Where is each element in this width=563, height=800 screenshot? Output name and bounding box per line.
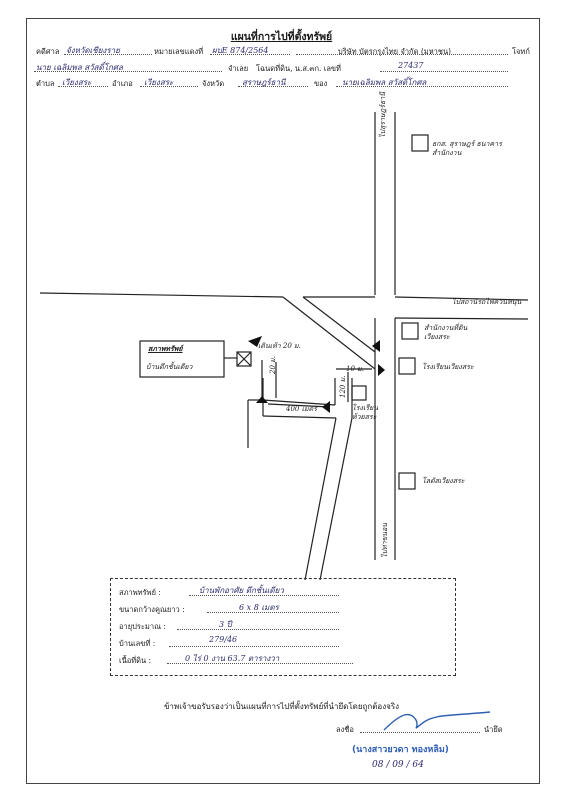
property-callout [139, 340, 225, 378]
property-cross-b [236, 351, 252, 367]
deed-value: 27437 [398, 61, 424, 70]
land-office-label: สำนักงานที่ดินเวียงสระ [424, 324, 468, 341]
dist-400-label: 400 เมตร [286, 405, 317, 413]
school-label: โรงเรียนเวียงสระ [422, 363, 474, 371]
lower-road-right [319, 417, 353, 581]
road-east-north-edge [394, 296, 529, 301]
soi-bottom [262, 415, 337, 419]
road-east-south-edge [394, 317, 529, 320]
arrow-walk [248, 336, 262, 347]
size-label: ขนาดกว้างคูณยาว : [119, 605, 185, 614]
subdistrict-label: ตำบล [36, 79, 55, 88]
subdistrict-value: เวียงสระ [62, 78, 92, 87]
diag-road-inner [302, 296, 376, 353]
plaintiff-label: โจทก์ [512, 47, 530, 56]
area-label: เนื้อที่ดิน : [119, 656, 152, 665]
black-no-value: ผบE 874/2564 [212, 46, 269, 55]
lotus-building [398, 472, 416, 490]
deed-label: โฉนดที่ดิน, น.ส.๓ก. เลขที่ [256, 64, 341, 73]
property-details-box: สภาพทรัพย์ : บ้านพักอาศัย ตึกชั้นเดียว ข… [110, 578, 456, 676]
owner-value: นายเฉลิมพล สวัสดิ์โกศล [342, 78, 427, 87]
page-title: แผนที่การไปที่ตั้งทรัพย์ [230, 31, 333, 43]
type-value: บ้านพักอาศัย ตึกชั้นเดียว [199, 586, 284, 595]
type-label: สภาพทรัพย์ : [119, 588, 161, 597]
sign-date: 08 / 09 / 64 [372, 760, 424, 770]
arrow-main-1 [378, 364, 385, 376]
soi-top [262, 399, 336, 406]
case-value: จังหวัดเชียงราย [66, 46, 120, 55]
defendant-value: นาย เฉลิมพล สวัสดิ์โกศล [36, 63, 123, 72]
arrow-branch [322, 401, 330, 413]
bank-label: ธกส. สุราษฎร์ ธนาคาร สำนักงาน [432, 140, 502, 157]
diag-road-outer [282, 296, 376, 370]
dim-400-line [267, 403, 331, 408]
owner-label: ของ [314, 79, 328, 88]
district-value: เวียงสระ [144, 78, 174, 87]
property-callout-desc: บ้านตึกชั้นเดียว [146, 363, 193, 371]
signature-icon [383, 711, 491, 731]
walk-distance-label: เดินเท้า 20 ม. [258, 342, 301, 350]
house-no-label: บ้านเลขที่ : [119, 639, 156, 648]
dist-20-label: 20 ม. [269, 356, 277, 374]
sign-role: นำยึด [484, 725, 503, 734]
land-office-building [401, 322, 419, 340]
school-building [398, 357, 416, 375]
arrow-main-2 [372, 340, 380, 352]
province-value: สุราษฎร์ธานี [242, 78, 286, 87]
certification-text: ข้าพเจ้าขอรับรองว่าเป็นแผนที่การไปที่ตั้… [163, 702, 400, 711]
road-south-label: ไปท่าขนอน [381, 522, 389, 558]
road-north-label: ไปสุราษฎร์ธานี [379, 92, 387, 138]
sign-label: ลงชื่อ [336, 725, 354, 734]
black-no-label: หมายเลขแดงที่ [154, 47, 204, 56]
road-east-label: ไปสถานีรถไฟควนหนุน [452, 298, 522, 306]
bank-building [411, 134, 429, 152]
lower-road-left [304, 417, 337, 581]
lotus-label: โลตัสเวียงสระ [422, 477, 465, 485]
document-frame [26, 18, 540, 784]
province-label: จังหวัด [202, 79, 225, 88]
area-value: 0 ไร่ 0 งาน 63.7 ตารางวา [185, 654, 280, 663]
signer-name: (นางสาวยวดา ทองหลิม) [352, 745, 449, 755]
property-callout-title: สภาพทรัพย์ [148, 344, 183, 353]
age-value: 3 ปี [219, 620, 232, 629]
defendant-label: จำเลย [228, 64, 249, 73]
size-value: 6 x 8 เมตร [239, 603, 279, 612]
temple-label: โรงเรียน ห้วยสระ [352, 404, 378, 421]
property-marker [236, 351, 252, 367]
arrow-soi [256, 396, 268, 403]
temple-building [351, 385, 367, 401]
case-label: คดีศาล [36, 47, 60, 56]
house-no-value: 279/46 [209, 635, 238, 644]
district-label: อำเภอ [112, 79, 133, 88]
dist-10-label: 10 ม. [346, 365, 364, 373]
age-label: อายุประมาณ : [119, 622, 166, 631]
dist-120-label: 120 ม. [339, 375, 347, 398]
plaintiff-value: บริษัท บัตรกรุงไทย จำกัด (มหาชน) [338, 47, 452, 56]
road-west-north-edge [39, 292, 284, 298]
